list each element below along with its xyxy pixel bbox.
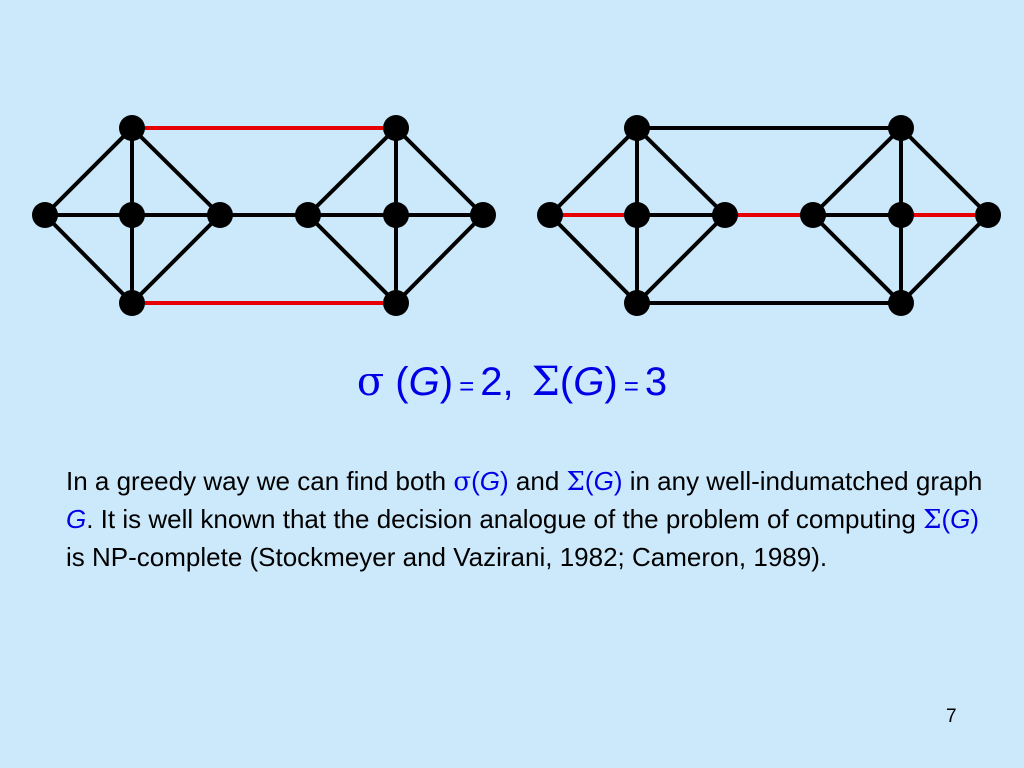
top-right-node [888,115,914,141]
paragraph-sigma: σ [453,467,472,497]
top-left-node [624,115,650,141]
edge [306,126,398,217]
inner-left-node [207,202,233,228]
edge [548,126,639,217]
paragraph-text: and [508,466,567,496]
formula: σ (G)=2,Σ(G)=3 [0,352,1024,416]
edge [43,126,134,217]
paragraph-graph-var: G [593,466,614,496]
formula-paren: ) [439,360,454,404]
Sigma-value: 3 [644,360,668,404]
graphs-diagram [32,115,1001,316]
paragraph-graph-var: G [66,504,87,534]
left-graph [32,115,496,316]
formula-graph-var: G [573,360,605,404]
paragraph-graph-var: G [479,466,501,496]
Sigma-symbol: Σ [531,359,560,405]
paragraph-graph-var: G [950,504,971,534]
edge [548,213,639,305]
formula-paren: ) [604,360,618,404]
far-left-node [537,202,563,228]
paragraph-paren: ) [613,466,623,496]
edge [306,213,398,305]
edge [43,213,134,305]
formula-equals: = [623,371,639,401]
top-right-node [383,115,409,141]
paragraph-paren: ( [941,504,951,534]
paragraph-text: in any well-indumatched graph [622,466,983,496]
formula-paren: ( [395,360,409,404]
sigma-value: 2, [480,360,514,404]
body-paragraph: In a greedy way we can find both σ(G) an… [66,463,986,576]
paragraph-Sigma: Σ [566,467,585,497]
edge [811,126,903,217]
paragraph-paren: ) [970,504,980,534]
edge [635,126,727,217]
sigma-symbol: σ [356,359,385,405]
bottom-left-node [119,290,145,316]
center-left-node [624,202,650,228]
center-right-node [888,202,914,228]
edge [635,213,727,305]
inner-right-node [800,202,826,228]
right-graph [537,115,1001,316]
bottom-right-node [888,290,914,316]
center-right-node [383,202,409,228]
paragraph-text: is NP-complete (Stockmeyer and Vazirani,… [66,542,828,572]
paragraph-text: . It is well known that the decision ana… [86,504,924,534]
edge [130,126,222,217]
paragraph-text: In a greedy way we can find both [66,466,454,496]
slide-number: 7 [946,706,957,727]
edge [130,213,222,305]
paragraph-paren: ( [584,466,594,496]
edge [394,213,485,305]
inner-left-node [712,202,738,228]
formula-graph-var: G [408,360,440,404]
formula-paren: ( [559,360,574,404]
inner-right-node [295,202,321,228]
edge [394,126,485,217]
far-right-node [975,202,1001,228]
edge [899,126,990,217]
bottom-right-node [383,290,409,316]
bottom-left-node [624,290,650,316]
top-left-node [119,115,145,141]
formula-equals: = [459,371,475,401]
paragraph-paren: ( [471,466,480,496]
edge [811,213,903,305]
paragraph-paren: ) [500,466,509,496]
center-left-node [119,202,145,228]
far-right-node [470,202,496,228]
far-left-node [32,202,58,228]
edge [899,213,990,305]
paragraph-Sigma: Σ [923,505,942,535]
